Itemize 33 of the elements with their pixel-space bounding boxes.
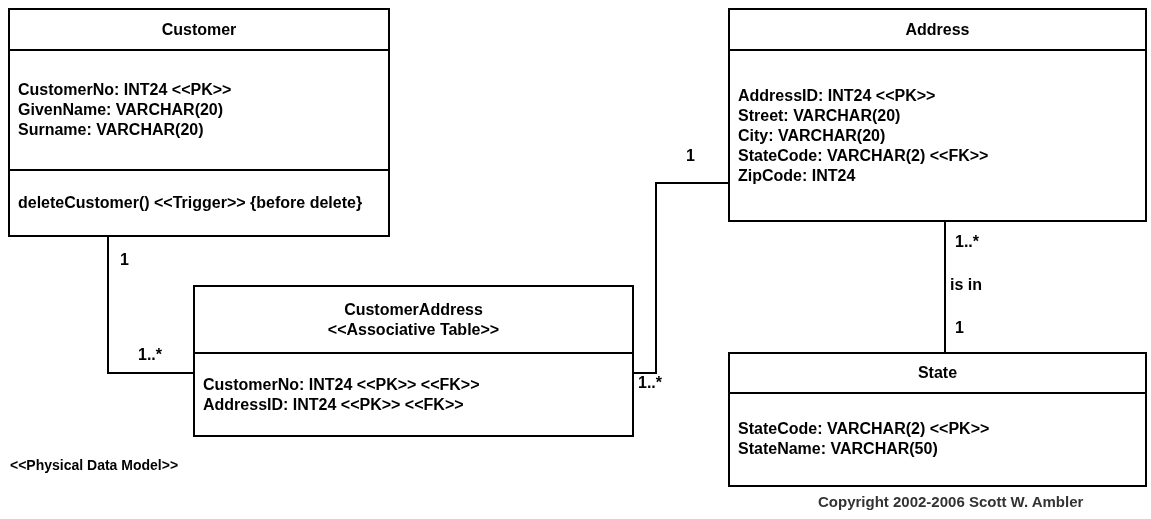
table-box — [728, 8, 1147, 222]
multiplicity-label: 1 — [120, 250, 129, 270]
multiplicity-label: 1..* — [955, 232, 979, 252]
column-text: ZipCode: INT24 — [738, 165, 857, 186]
column-text: Street: VARCHAR(20) — [738, 105, 902, 126]
trigger-text: deleteCustomer() <<Trigger>> {before delete} — [18, 193, 364, 214]
connector-line — [944, 221, 946, 353]
connector-line — [633, 182, 729, 374]
table-name: Customer — [160, 19, 238, 40]
column-text: StateCode: VARCHAR(2) <<PK>> — [738, 419, 991, 440]
table-name: Address — [904, 19, 971, 40]
column-text: City: VARCHAR(20) — [738, 125, 887, 146]
column-text: StateName: VARCHAR(50) — [738, 439, 939, 460]
table-name: State — [916, 362, 959, 383]
table-box — [8, 8, 390, 237]
multiplicity-label: 1 — [686, 146, 695, 166]
multiplicity-label: 1..* — [638, 373, 662, 393]
multiplicity-label: 1..* — [138, 345, 162, 365]
column-text: Surname: VARCHAR(20) — [18, 120, 205, 141]
table-box — [728, 352, 1147, 487]
connector-line — [107, 236, 194, 374]
column-text: AddressID: INT24 <<PK>> — [738, 85, 937, 106]
column-text: StateCode: VARCHAR(2) <<FK>> — [738, 145, 990, 166]
column-text: GivenName: VARCHAR(20) — [18, 100, 225, 121]
table-box — [193, 285, 634, 437]
multiplicity-label: 1 — [955, 318, 964, 338]
column-text: CustomerNo: INT24 <<PK>> <<FK>> — [203, 374, 481, 395]
stereotype-text: <<Associative Table>> — [326, 319, 501, 340]
column-text: AddressID: INT24 <<PK>> <<FK>> — [203, 394, 465, 415]
copyright-note: Copyright 2002-2006 Scott W. Ambler — [818, 492, 1084, 512]
diagram-note: <<Physical Data Model>> — [10, 456, 179, 475]
column-text: CustomerNo: INT24 <<PK>> — [18, 80, 233, 101]
table-name: CustomerAddress — [343, 299, 484, 320]
